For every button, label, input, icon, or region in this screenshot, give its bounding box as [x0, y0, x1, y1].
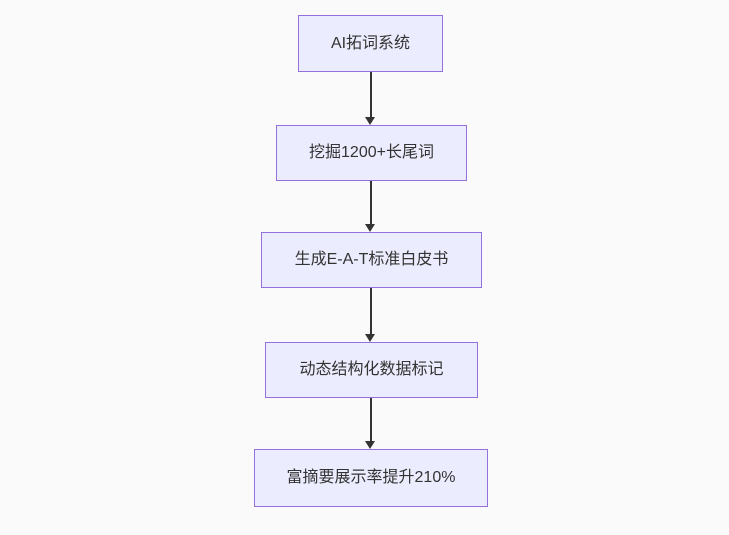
node-label: 挖掘1200+长尾词	[309, 144, 434, 162]
flow-arrow-c-to-d	[365, 288, 376, 342]
arrow-line	[369, 181, 372, 226]
flow-node-rich-snippet-rate-increase: 富摘要展示率提升210%	[254, 449, 488, 507]
flow-arrow-b-to-c	[365, 181, 376, 232]
arrow-line	[369, 72, 372, 119]
arrowhead-down-icon	[365, 334, 375, 342]
node-label: 动态结构化数据标记	[299, 361, 444, 379]
arrow-line	[369, 288, 372, 336]
flow-node-ai-word-expansion-system: AI拓词系统	[298, 15, 443, 72]
node-label: 生成E-A-T标准白皮书	[294, 251, 449, 269]
flow-arrow-d-to-e	[365, 398, 376, 449]
flow-node-dynamic-structured-data-markup: 动态结构化数据标记	[265, 342, 478, 398]
arrowhead-down-icon	[365, 224, 375, 232]
flow-node-generate-eat-whitepaper: 生成E-A-T标准白皮书	[261, 232, 482, 288]
node-label: AI拓词系统	[330, 34, 411, 52]
flow-arrow-a-to-b	[365, 72, 376, 125]
node-label: 富摘要展示率提升210%	[286, 469, 456, 487]
arrow-line	[369, 398, 372, 443]
arrowhead-down-icon	[365, 117, 375, 125]
flow-node-mine-longtail-keywords: 挖掘1200+长尾词	[276, 125, 467, 181]
arrowhead-down-icon	[365, 441, 375, 449]
